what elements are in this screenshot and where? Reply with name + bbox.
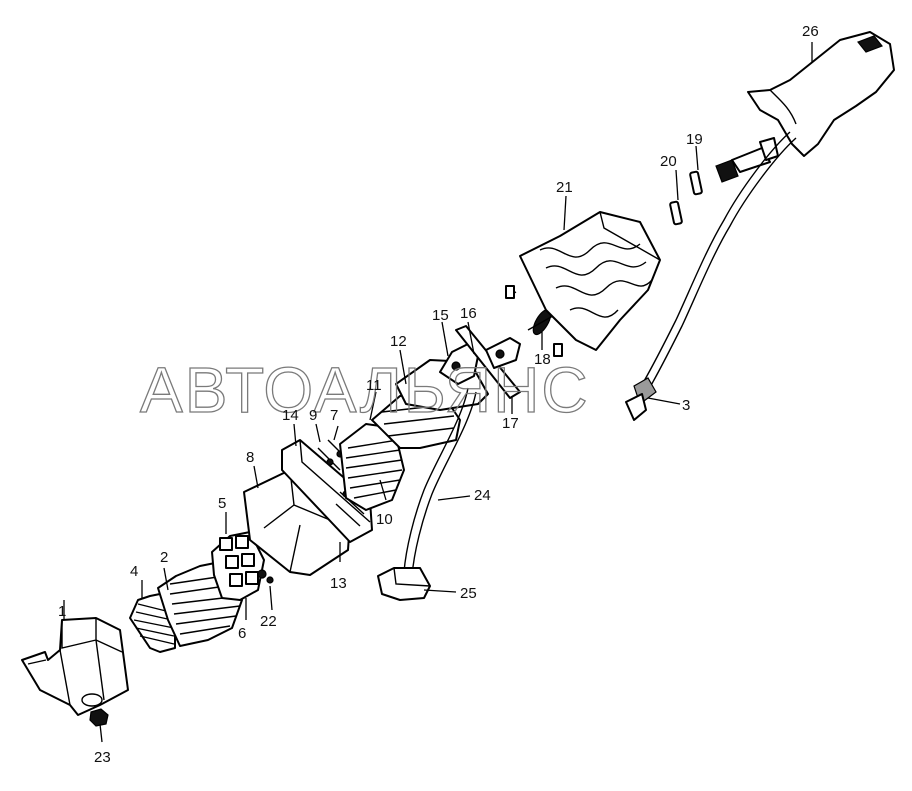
callout-26: 26: [802, 23, 819, 40]
part-5-block-assembly: [211, 531, 265, 601]
part-19-pin: [689, 170, 703, 196]
callout-11: 11: [366, 377, 382, 394]
part-23-nut: [89, 708, 109, 727]
callout-10: 10: [376, 511, 393, 528]
callout-1: 1: [58, 603, 66, 620]
callout-12: 12: [390, 333, 407, 350]
part-10-ribbed-spring: [339, 423, 405, 511]
leader-lines: [63, 42, 813, 743]
callout-14: 14: [282, 407, 299, 424]
callout-21: 21: [556, 179, 573, 196]
handle-bolt: [715, 137, 779, 183]
callout-16: 16: [460, 305, 477, 322]
callout-17: 17: [502, 415, 519, 432]
callout-22: 22: [260, 613, 277, 630]
part-20-pin: [669, 200, 683, 226]
callout-23: 23: [94, 749, 111, 766]
callout-4: 4: [130, 563, 138, 580]
callout-24: 24: [474, 487, 491, 504]
part-26-handle: [747, 31, 895, 157]
part-3-cable: [625, 131, 797, 421]
callout-15: 15: [432, 307, 449, 324]
callout-25: 25: [460, 585, 477, 602]
part-1-base-housing: [21, 617, 129, 716]
callout-18: 18: [534, 351, 551, 368]
part-24-harness: [403, 387, 477, 577]
callout-8: 8: [246, 449, 254, 466]
part-22-fastener: [257, 569, 274, 584]
callout-20: 20: [660, 153, 677, 170]
callout-6: 6: [238, 625, 246, 642]
callout-labels: 1 2 3 4 5 6 7 8 9 10 11 12 13 14 15 16 1…: [58, 23, 819, 766]
part-25-connector: [377, 567, 431, 601]
callout-5: 5: [218, 495, 226, 512]
callout-3: 3: [682, 397, 690, 414]
watermark-text: АВТОАЛЬЯНС: [140, 354, 590, 426]
callout-13: 13: [330, 575, 347, 592]
callout-19: 19: [686, 131, 703, 148]
part-18-washer: [505, 285, 563, 357]
callout-2: 2: [160, 549, 168, 566]
callout-7: 7: [330, 407, 338, 424]
callout-9: 9: [309, 407, 317, 424]
part-21-rubber-boot: [519, 211, 661, 351]
